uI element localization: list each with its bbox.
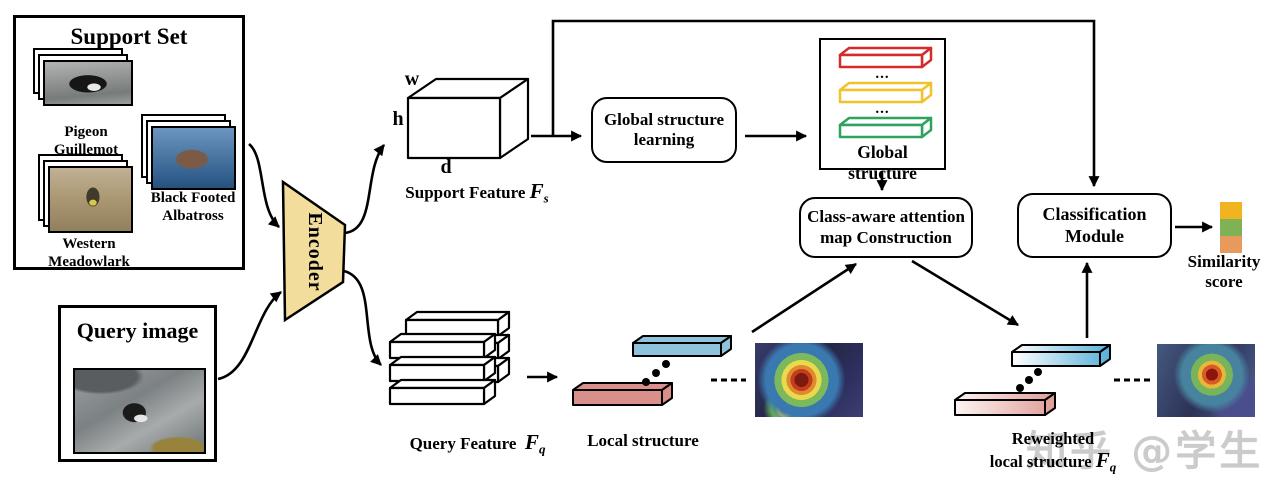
attention-heatmap-reweighted bbox=[1157, 344, 1255, 417]
classification-module-box: Classification Module bbox=[1017, 193, 1172, 258]
local-structure-bar-blue bbox=[632, 335, 732, 357]
class-aware-attention-box: Class-aware attention map Construction bbox=[799, 197, 973, 258]
reweighted-bar-pink-gradient bbox=[954, 392, 1056, 416]
curve-support-to-encoder bbox=[248, 142, 280, 228]
support-set-title: Support Set bbox=[70, 24, 188, 49]
global-vector-red bbox=[838, 46, 933, 69]
support-image-stack-albatross bbox=[141, 114, 236, 190]
ellipsis: ... bbox=[875, 101, 890, 117]
query-image-box: Query image bbox=[58, 305, 217, 462]
support-class-label-meadowlark: Western Meadowlark bbox=[48, 236, 130, 270]
support-feature-caption: Support Feature Fs bbox=[405, 179, 549, 206]
global-structure-box: ... ... Global structure bbox=[819, 38, 946, 183]
similarity-score-label: Similarity score bbox=[1187, 252, 1261, 292]
query-feature-caption: Query Feature Fq bbox=[409, 430, 546, 457]
dim-h-label: h bbox=[392, 108, 404, 130]
curve-encoder-to-support-feature bbox=[344, 144, 386, 235]
curve-encoder-to-query-feature bbox=[343, 269, 382, 366]
query-image-title: Query image bbox=[76, 318, 199, 343]
query-feature-stack bbox=[388, 310, 511, 406]
encoder-label: Encoder bbox=[304, 212, 326, 292]
dim-d-label: d bbox=[440, 156, 452, 178]
bird-photo-black-footed-albatross bbox=[151, 126, 236, 190]
dim-w-label: w bbox=[404, 68, 420, 90]
support-set-box: Support Set Pigeon Guillemot Black Foote… bbox=[13, 15, 245, 270]
bird-photo-query bbox=[73, 368, 206, 454]
vertical-dots-reweighted bbox=[1016, 368, 1042, 392]
arrow-local-structure-to-class-aware bbox=[751, 262, 857, 334]
watermark: 知乎 @学生 bbox=[1026, 427, 1264, 475]
local-structure-caption: Local structure bbox=[587, 431, 699, 450]
local-structure-bar-pink bbox=[572, 382, 673, 406]
support-class-label-pigeon: Pigeon Guillemot bbox=[53, 124, 119, 158]
attention-heatmap-local bbox=[755, 343, 863, 417]
global-vector-green bbox=[838, 116, 933, 139]
query-photo-wrap bbox=[73, 368, 206, 454]
support-image-stack-pigeon bbox=[33, 48, 133, 106]
support-image-stack-meadowlark bbox=[38, 154, 133, 233]
encoder-trapezoid bbox=[281, 179, 347, 323]
vertical-dots-local bbox=[642, 360, 670, 386]
global-vector-yellow bbox=[838, 81, 933, 104]
bird-photo-western-meadowlark bbox=[48, 166, 133, 233]
support-class-label-albatross: Black Footed Albatross bbox=[150, 190, 236, 224]
global-structure-label: Global structure bbox=[848, 142, 917, 183]
global-structure-learning-box: Global structure learning bbox=[591, 97, 737, 163]
curve-query-to-encoder bbox=[217, 290, 282, 381]
similarity-score-cells bbox=[1220, 202, 1242, 253]
global-structure-vectors bbox=[838, 46, 933, 139]
arrow-class-aware-to-reweighted bbox=[911, 259, 1019, 327]
top-skip-connection-line bbox=[551, 19, 1100, 188]
reweighted-local-structure-caption: Reweighted local structure Fq bbox=[989, 429, 1117, 475]
reweighted-bar-blue-gradient bbox=[1011, 344, 1111, 367]
ellipsis: ... bbox=[875, 66, 890, 82]
support-feature-cube bbox=[406, 77, 530, 160]
bird-photo-pigeon-guillemot bbox=[43, 60, 133, 106]
